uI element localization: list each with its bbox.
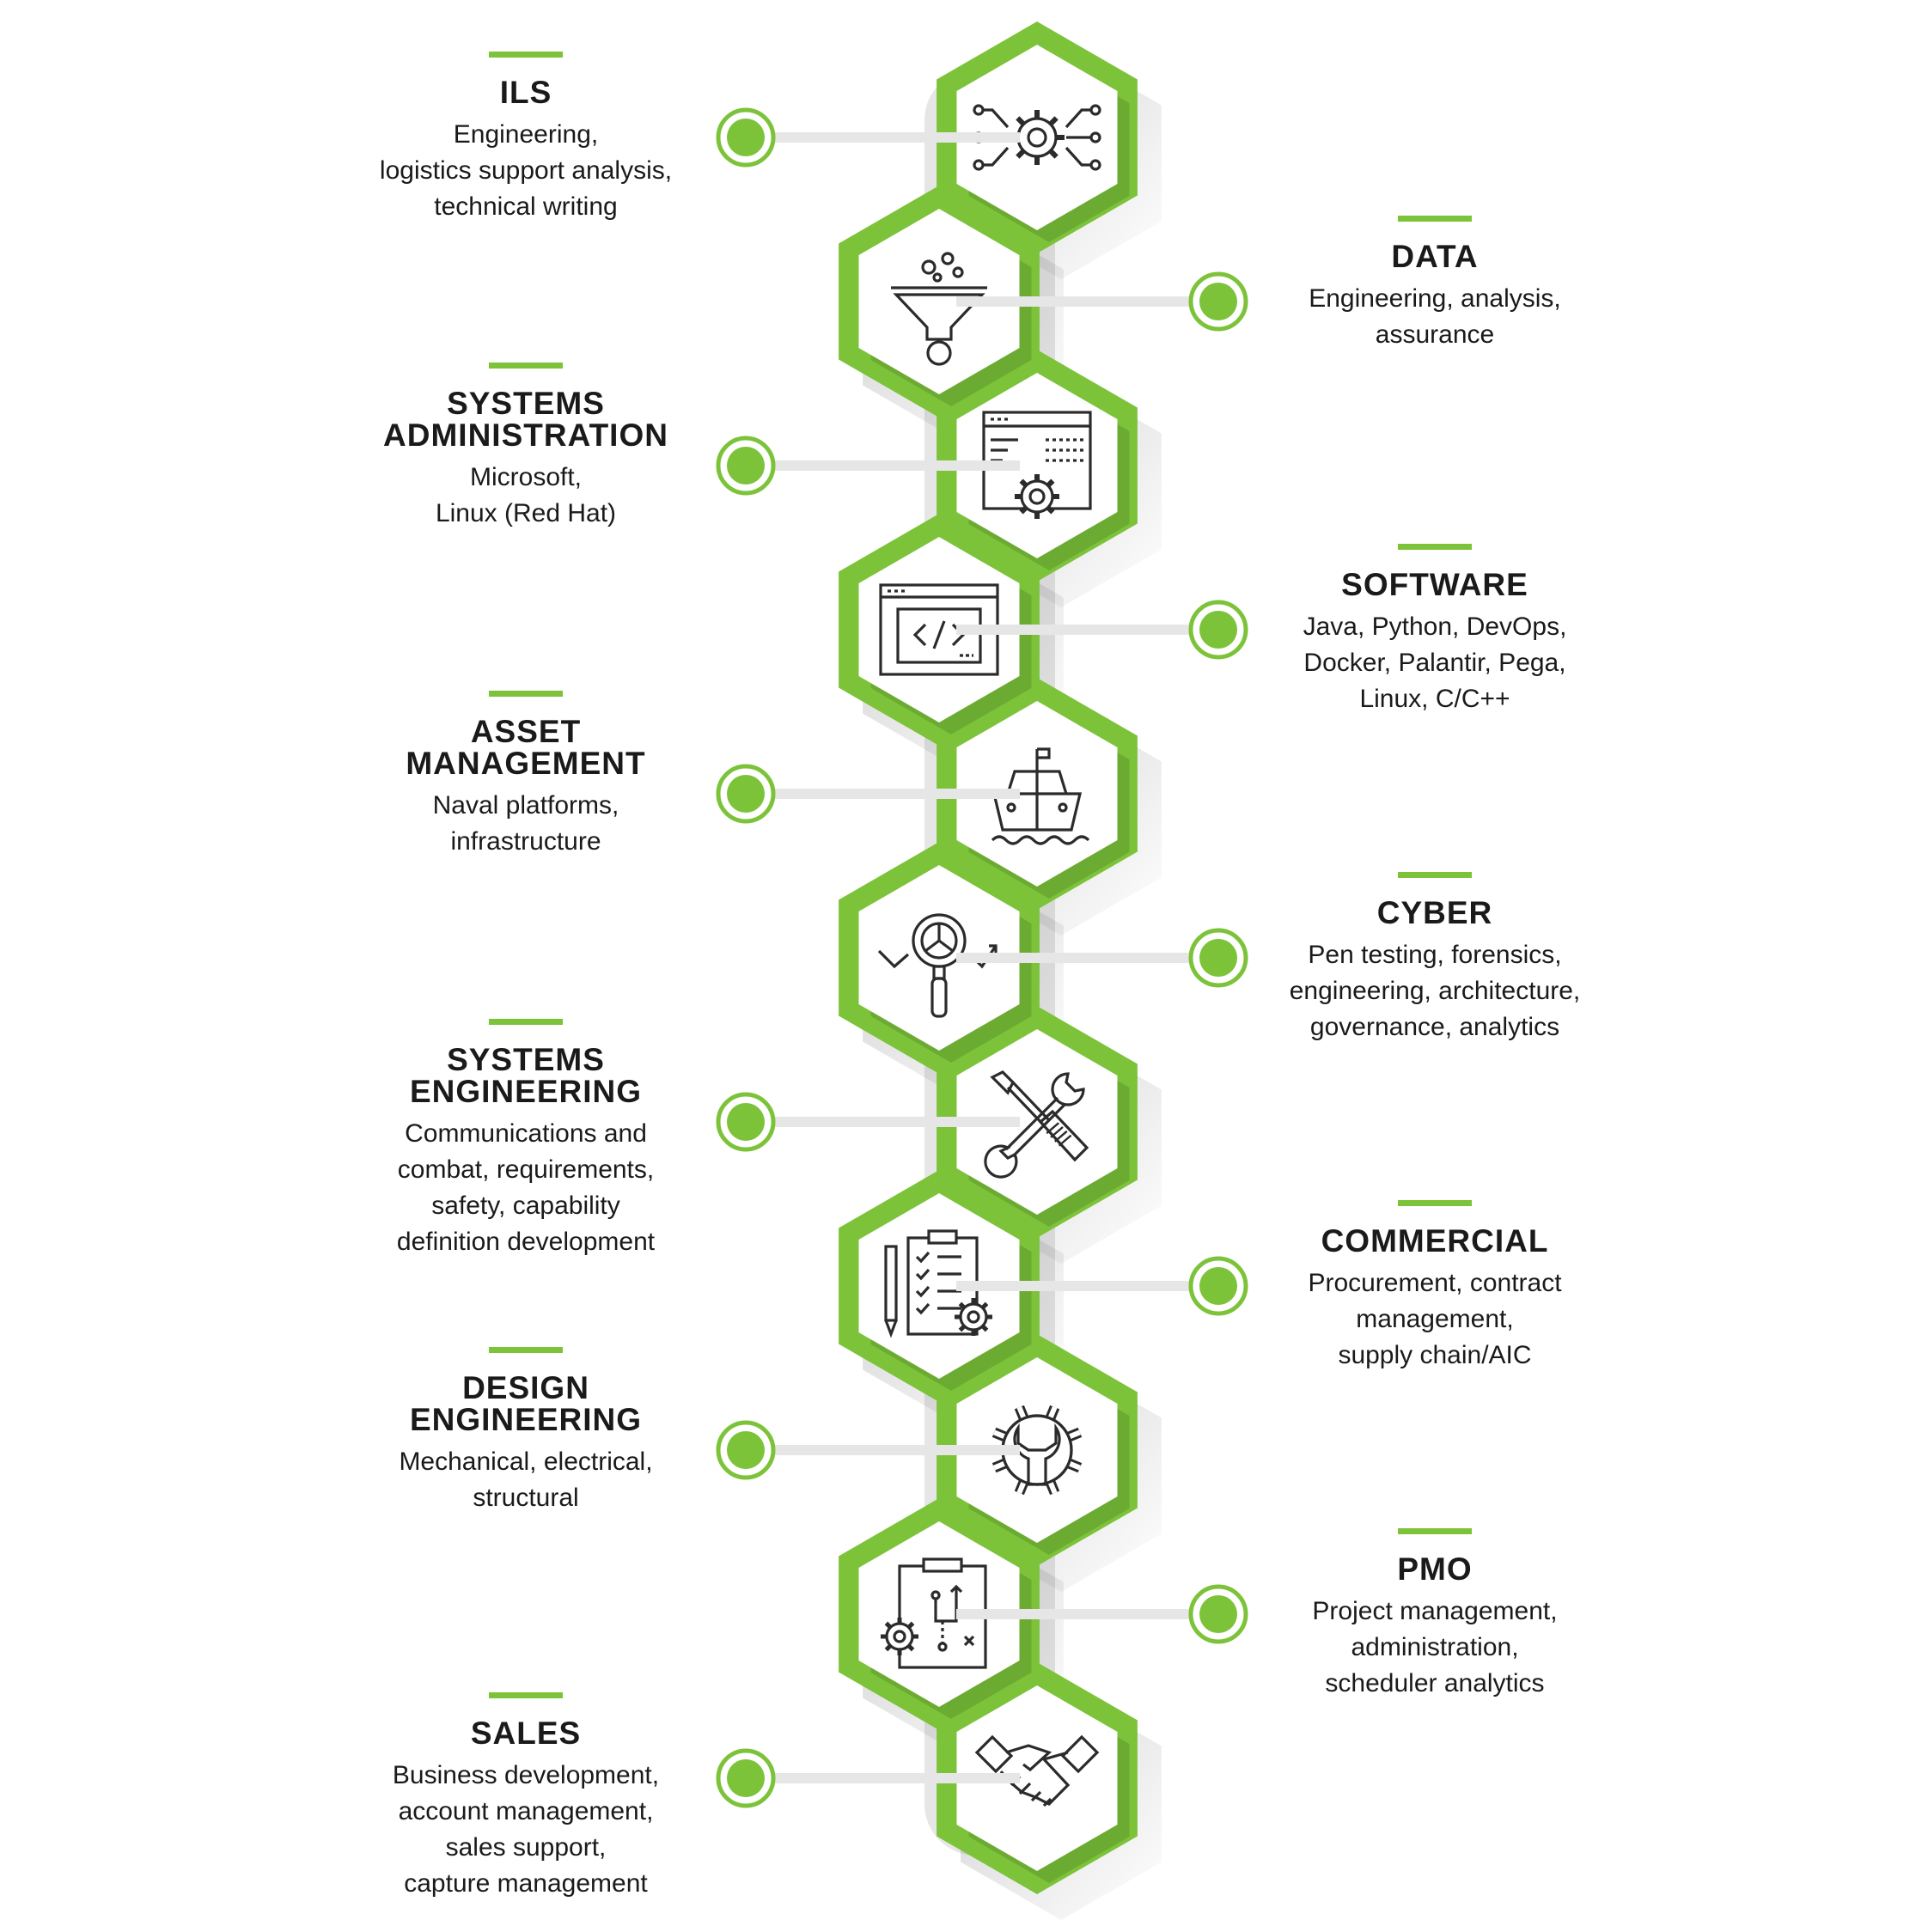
connector-dot bbox=[727, 775, 765, 813]
service-description: Microsoft, Linux (Red Hat) bbox=[435, 463, 617, 527]
connector-line bbox=[746, 1773, 1020, 1783]
service-description: Mechanical, electrical, structural bbox=[399, 1447, 653, 1512]
service-title: DESIGN ENGINEERING bbox=[409, 1370, 643, 1437]
connector-line bbox=[746, 460, 1020, 471]
data-funnel-icon bbox=[891, 252, 987, 366]
connector-dot bbox=[1199, 1595, 1237, 1633]
hex-inner bbox=[858, 209, 1020, 394]
connector-dot bbox=[1199, 283, 1237, 320]
accent-bar bbox=[1398, 544, 1472, 550]
accent-bar bbox=[489, 363, 563, 369]
connector-dot bbox=[727, 1103, 765, 1141]
hex-inner-layer bbox=[858, 45, 1130, 1883]
service-description: Pen testing, forensics, engineering, arc… bbox=[1289, 941, 1581, 1041]
service-title: SYSTEMS ADMINISTRATION bbox=[383, 386, 668, 453]
service-description: Communications and combat, requirements,… bbox=[396, 1119, 656, 1256]
connector-dot bbox=[1199, 1267, 1237, 1305]
connector-dot bbox=[727, 119, 765, 156]
service-title: CYBER bbox=[1376, 895, 1493, 930]
service-title: DATA bbox=[1391, 239, 1479, 274]
service-label: SOFTWARE Java, Python, DevOps, Docker, Pa… bbox=[1211, 544, 1658, 717]
connector-line bbox=[956, 953, 1218, 963]
connector-line bbox=[746, 1445, 1020, 1455]
service-title: ILS bbox=[499, 75, 552, 110]
hex-inner bbox=[858, 537, 1020, 722]
service-title: SYSTEMS ENGINEERING bbox=[409, 1042, 643, 1109]
service-label: SALES Business development, account manag… bbox=[302, 1692, 749, 1902]
accent-bar bbox=[1398, 1200, 1472, 1206]
hex-inner bbox=[956, 1685, 1118, 1871]
connector-line bbox=[746, 789, 1020, 799]
connector-dot bbox=[1199, 611, 1237, 649]
hex-inner bbox=[956, 45, 1118, 230]
connector-dot bbox=[727, 447, 765, 485]
accent-bar bbox=[1398, 216, 1472, 222]
service-label: ASSET MANAGEMENT Naval platforms, infrast… bbox=[302, 691, 749, 860]
accent-bar bbox=[489, 52, 563, 58]
connector-line bbox=[746, 1117, 1020, 1127]
accent-bar bbox=[489, 1347, 563, 1353]
service-label: SYSTEMS ENGINEERING Communications and co… bbox=[302, 1019, 749, 1260]
connector-layer bbox=[716, 107, 1248, 1808]
connector-line bbox=[956, 1609, 1218, 1619]
connector-dot bbox=[727, 1431, 765, 1469]
service-description: Business development, account management… bbox=[392, 1761, 660, 1898]
service-description: Engineering, analysis, assurance bbox=[1309, 284, 1561, 349]
gear-network-icon bbox=[973, 104, 1101, 171]
ship-icon bbox=[991, 747, 1090, 845]
service-description: Procurement, contract management, supply… bbox=[1308, 1269, 1562, 1369]
service-label: COMMERCIAL Procurement, contract manageme… bbox=[1211, 1200, 1658, 1374]
accent-bar bbox=[1398, 1528, 1472, 1534]
connector-line bbox=[956, 1281, 1218, 1291]
accent-bar bbox=[1398, 872, 1472, 878]
service-label: CYBER Pen testing, forensics, engineering… bbox=[1211, 872, 1658, 1045]
service-description: Java, Python, DevOps, Docker, Palantir, … bbox=[1303, 613, 1567, 713]
service-description: Engineering, logistics support analysis,… bbox=[379, 120, 673, 221]
connector-line bbox=[746, 132, 1020, 143]
tools-icon bbox=[984, 1070, 1089, 1179]
service-label: PMO Project management, administration, s… bbox=[1211, 1528, 1658, 1702]
service-title: SALES bbox=[470, 1716, 582, 1751]
connector-line bbox=[956, 625, 1218, 635]
service-title: SOFTWARE bbox=[1341, 567, 1528, 602]
hex-inner bbox=[858, 1193, 1020, 1379]
connector-line bbox=[956, 296, 1218, 307]
accent-bar bbox=[489, 1019, 563, 1025]
connector-dot bbox=[1199, 939, 1237, 977]
accent-bar bbox=[489, 691, 563, 697]
service-description: Naval platforms, infrastructure bbox=[432, 791, 619, 856]
service-label: DESIGN ENGINEERING Mechanical, electrical… bbox=[302, 1347, 749, 1516]
service-title: ASSET MANAGEMENT bbox=[406, 714, 646, 781]
service-title: PMO bbox=[1397, 1551, 1473, 1587]
connector-dot bbox=[727, 1759, 765, 1797]
service-label: ILS Engineering, logistics support analys… bbox=[302, 52, 749, 225]
service-description: Project management, administration, sche… bbox=[1312, 1597, 1558, 1697]
service-title: COMMERCIAL bbox=[1321, 1223, 1549, 1259]
accent-bar bbox=[489, 1692, 563, 1698]
service-label: DATA Engineering, analysis, assurance bbox=[1211, 216, 1658, 353]
hex-inner bbox=[956, 373, 1118, 558]
service-label: SYSTEMS ADMINISTRATION Microsoft, Linux (… bbox=[302, 363, 749, 532]
